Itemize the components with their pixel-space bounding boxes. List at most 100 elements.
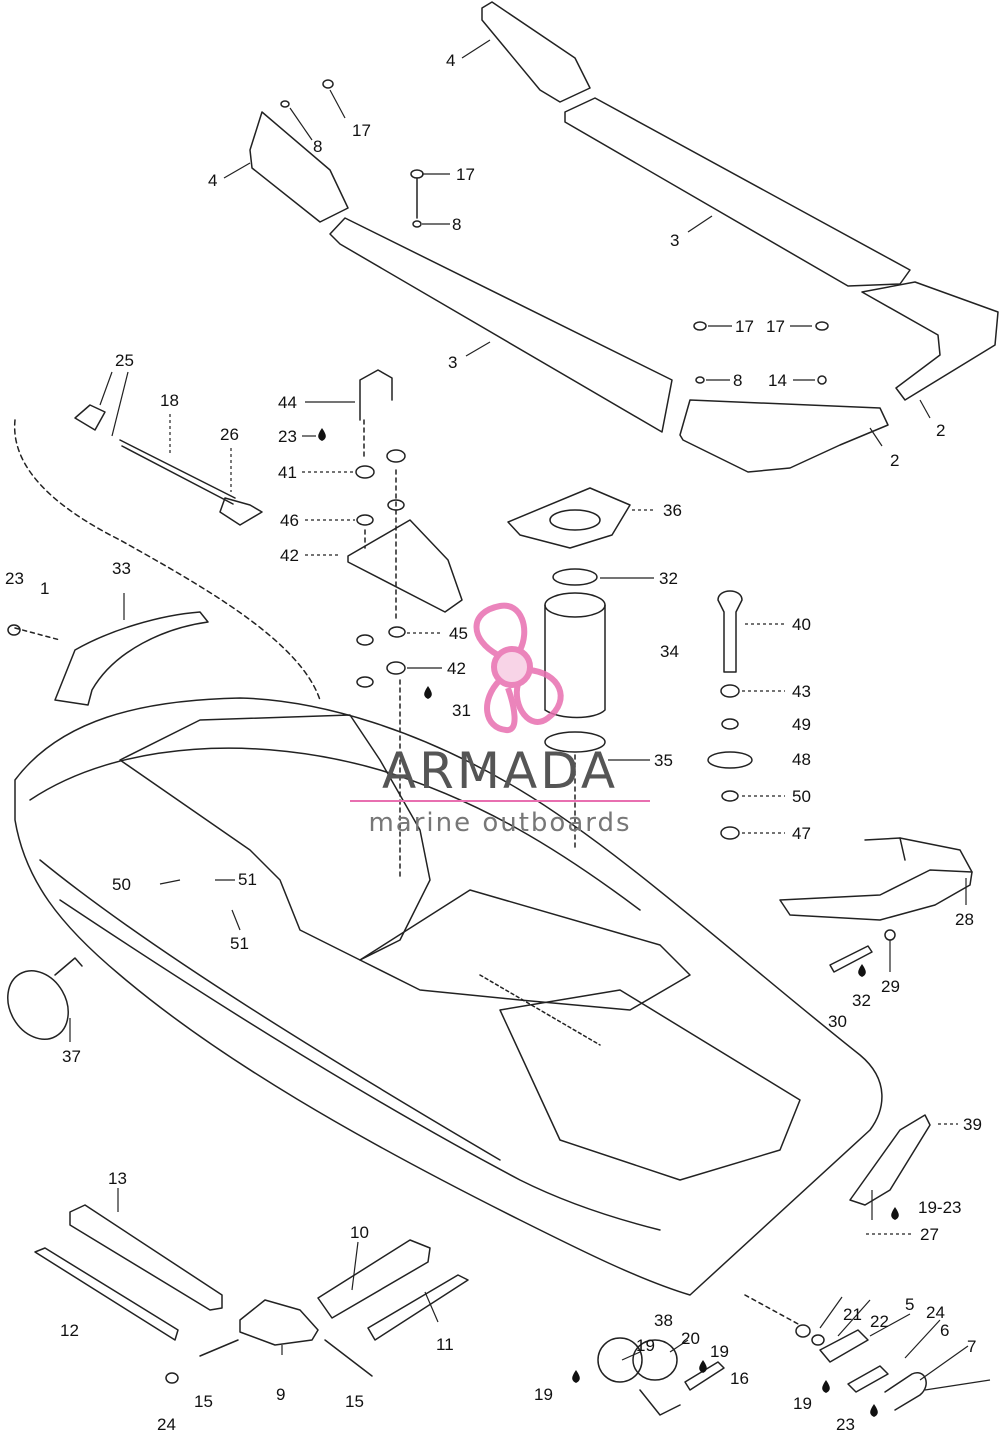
part-label: 3 xyxy=(448,353,458,372)
fastener-8-b xyxy=(412,220,422,228)
part-label: 40 xyxy=(792,615,811,634)
cover-panel-4-right xyxy=(481,1,591,103)
strip-12 xyxy=(34,1247,179,1341)
part-label: 42 xyxy=(447,659,466,678)
part-label: 7 xyxy=(967,1337,977,1356)
part-label: 8 xyxy=(452,215,462,234)
bolt-16 xyxy=(684,1361,725,1391)
cover-panel-4-left xyxy=(249,111,349,223)
part-label: 8 xyxy=(313,137,323,156)
fastener-17-b xyxy=(410,169,424,179)
liquid-drop-icon xyxy=(699,1360,707,1373)
fastener-17-d xyxy=(815,321,829,331)
part-label: 19 xyxy=(793,1394,812,1413)
part-label: 13 xyxy=(108,1169,127,1188)
part-label: 1 xyxy=(40,579,50,598)
liquid-drop-icon xyxy=(891,1207,899,1220)
part-label: 23 xyxy=(278,427,297,446)
part-label: 31 xyxy=(452,701,471,720)
part-label: 51 xyxy=(230,934,249,953)
rear-deck xyxy=(499,989,801,1181)
plug-24-top xyxy=(7,624,21,636)
part-label: 50 xyxy=(112,875,131,894)
part-label: 36 xyxy=(663,501,682,520)
part-label: 2 xyxy=(890,451,900,470)
part-label: 8 xyxy=(733,371,743,390)
part-label: 44 xyxy=(278,393,297,412)
part-label: 48 xyxy=(792,750,811,769)
cover-panel-2-right xyxy=(861,281,999,401)
part-label: 16 xyxy=(730,1369,749,1388)
washer-50-a xyxy=(721,718,739,730)
part-label: 20 xyxy=(681,1329,700,1348)
rear-grab-handle-29 xyxy=(779,869,973,921)
part-label: 19 xyxy=(636,1336,655,1355)
part-label: 26 xyxy=(220,425,239,444)
part-label: 9 xyxy=(276,1385,286,1404)
propeller-logo-icon xyxy=(473,602,564,733)
plate-39 xyxy=(597,1337,643,1383)
part-label: 30 xyxy=(828,1012,847,1031)
washer-46 xyxy=(388,626,406,638)
part-label: 41 xyxy=(278,463,297,482)
part-label: 46 xyxy=(280,511,299,530)
bumper-40 xyxy=(849,1114,931,1206)
bolt-41 xyxy=(717,590,743,673)
fitting-20 xyxy=(632,1339,678,1381)
part-label: 23 xyxy=(836,1415,855,1434)
part-label: 39 xyxy=(963,1115,982,1134)
part-label: 10 xyxy=(350,1223,369,1242)
rail-10 xyxy=(317,1239,431,1319)
corner-9 xyxy=(239,1299,319,1346)
part-label: 32 xyxy=(852,991,871,1010)
nut-44 xyxy=(720,684,740,698)
grab-handle-34 xyxy=(54,611,209,706)
part-label: 18 xyxy=(160,391,179,410)
watermark-subtitle: marine outboards xyxy=(368,808,632,838)
part-label: 22 xyxy=(870,1312,889,1331)
nut-21 xyxy=(795,1324,811,1338)
nut-42-a xyxy=(355,465,375,479)
part-label: 33 xyxy=(112,559,131,578)
plate-6 xyxy=(847,1365,889,1393)
part-label: 24 xyxy=(157,1415,176,1434)
part-label: 25 xyxy=(115,351,134,370)
strip-11 xyxy=(367,1274,469,1341)
nut-42-c xyxy=(386,661,406,675)
part-label: 19-23 xyxy=(918,1198,962,1217)
handle-27 xyxy=(219,497,263,526)
screw-15-a xyxy=(199,1339,239,1357)
part-label: 51 xyxy=(238,870,257,889)
liquid-drop-icon xyxy=(424,686,432,699)
fastener-17-c xyxy=(693,321,707,331)
lid-36 xyxy=(544,731,606,753)
part-label: 47 xyxy=(792,824,811,843)
part-label: 34 xyxy=(660,642,679,661)
part-label: 27 xyxy=(920,1225,939,1244)
hull-outline xyxy=(14,697,883,1296)
part-label: 4 xyxy=(446,51,456,70)
screw-31 xyxy=(829,945,873,973)
fastener-8-c xyxy=(695,376,705,384)
fastener-8-a xyxy=(280,100,290,108)
part-label: 32 xyxy=(659,569,678,588)
part-label: 38 xyxy=(654,1311,673,1330)
ring-33 xyxy=(552,568,598,586)
part-label: 19 xyxy=(534,1385,553,1404)
part-label: 17 xyxy=(456,165,475,184)
cover-panel-2-left xyxy=(679,399,889,473)
liquid-drop-icon xyxy=(858,964,866,977)
part-label: 5 xyxy=(905,1295,915,1314)
part-label: 12 xyxy=(60,1321,79,1340)
bucket-35 xyxy=(544,604,606,719)
part-label: 17 xyxy=(352,121,371,140)
part-label: 14 xyxy=(768,371,787,390)
plate-5 xyxy=(819,1329,869,1363)
watermark-title: ARMADA xyxy=(381,742,619,800)
washer-49 xyxy=(707,751,753,769)
nut-42-b xyxy=(386,449,406,463)
part-label: 50 xyxy=(792,787,811,806)
bolt-45 xyxy=(359,369,393,421)
watermark-divider xyxy=(350,800,650,802)
